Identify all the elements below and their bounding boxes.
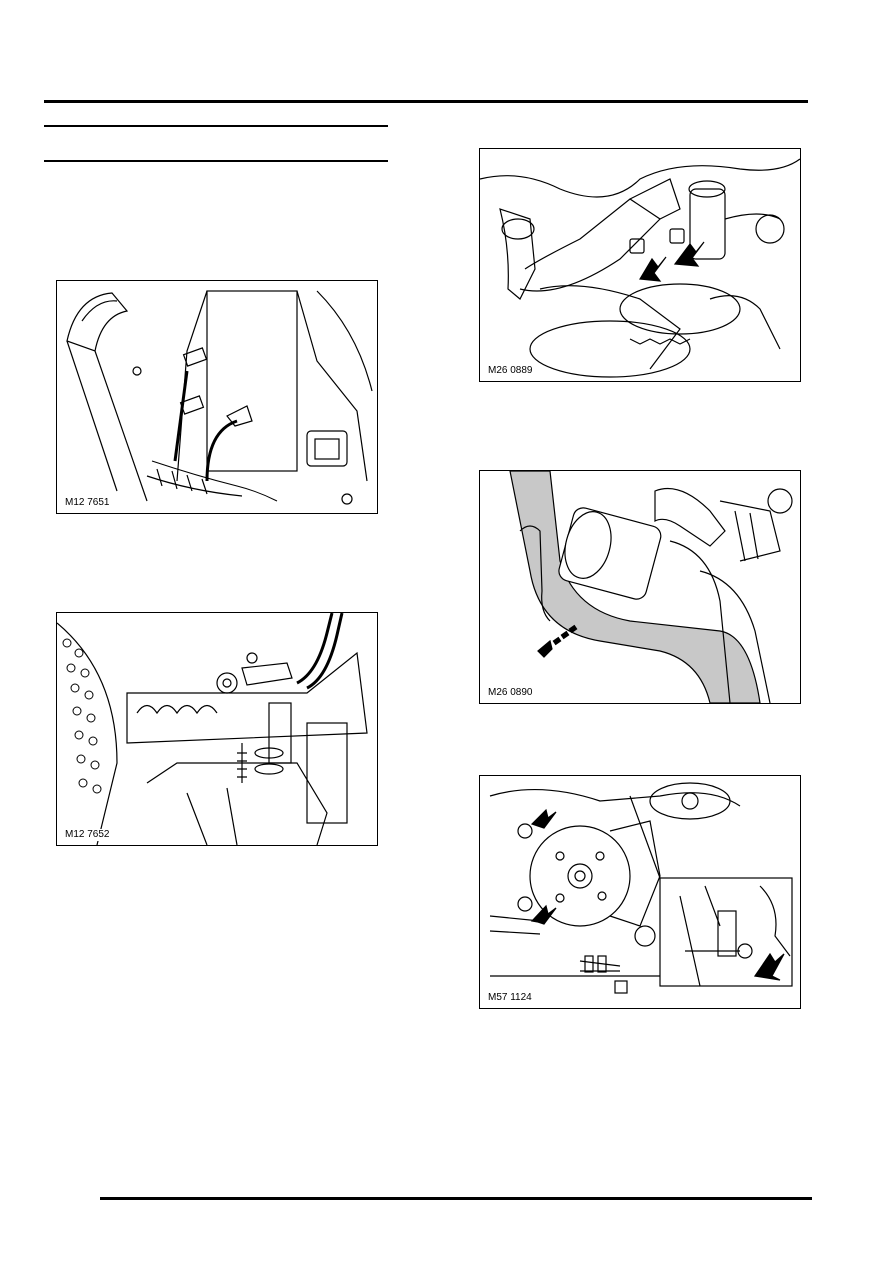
section-heading-rule-bottom xyxy=(44,160,388,162)
perforated-plate xyxy=(62,638,102,794)
figure-m26-0889: M26 0889 xyxy=(479,148,801,382)
arrow-inset xyxy=(753,952,785,981)
arrow-left xyxy=(638,256,667,282)
direction-arrow xyxy=(537,624,578,658)
figure-label: M57 1124 xyxy=(486,992,534,1004)
figure-m26-0890: M26 0890 xyxy=(479,470,801,704)
bolt-upper xyxy=(182,347,208,367)
figure-label: M26 0889 xyxy=(486,365,535,377)
figure-m12-7651: M12 7651 xyxy=(56,280,378,514)
arrow-upper xyxy=(530,808,557,829)
figure-label: M12 7651 xyxy=(63,497,112,509)
pump-pulley xyxy=(529,825,631,927)
compressor-bolts-illustration xyxy=(480,158,800,378)
drive-belt xyxy=(509,471,761,703)
figure-label: M12 7652 xyxy=(63,829,112,841)
arrow-right xyxy=(673,241,705,267)
belt-release-illustration xyxy=(509,471,793,703)
arrow-lower xyxy=(530,904,557,925)
page-footer-rule xyxy=(100,1197,812,1200)
steering-pump-illustration xyxy=(489,782,793,994)
engine-cover-illustration xyxy=(66,290,373,505)
figure-m12-7652: M12 7652 xyxy=(56,612,378,846)
bolt-2 xyxy=(669,228,685,244)
pipe-bracket-illustration xyxy=(57,613,368,845)
section-heading-rule-top xyxy=(44,125,388,127)
figure-label: M26 0890 xyxy=(486,687,535,699)
figure-m57-1124: M57 1124 xyxy=(479,775,801,1009)
detail-inset xyxy=(659,877,793,987)
page-header-rule xyxy=(44,100,808,103)
bolt-1 xyxy=(629,238,645,254)
